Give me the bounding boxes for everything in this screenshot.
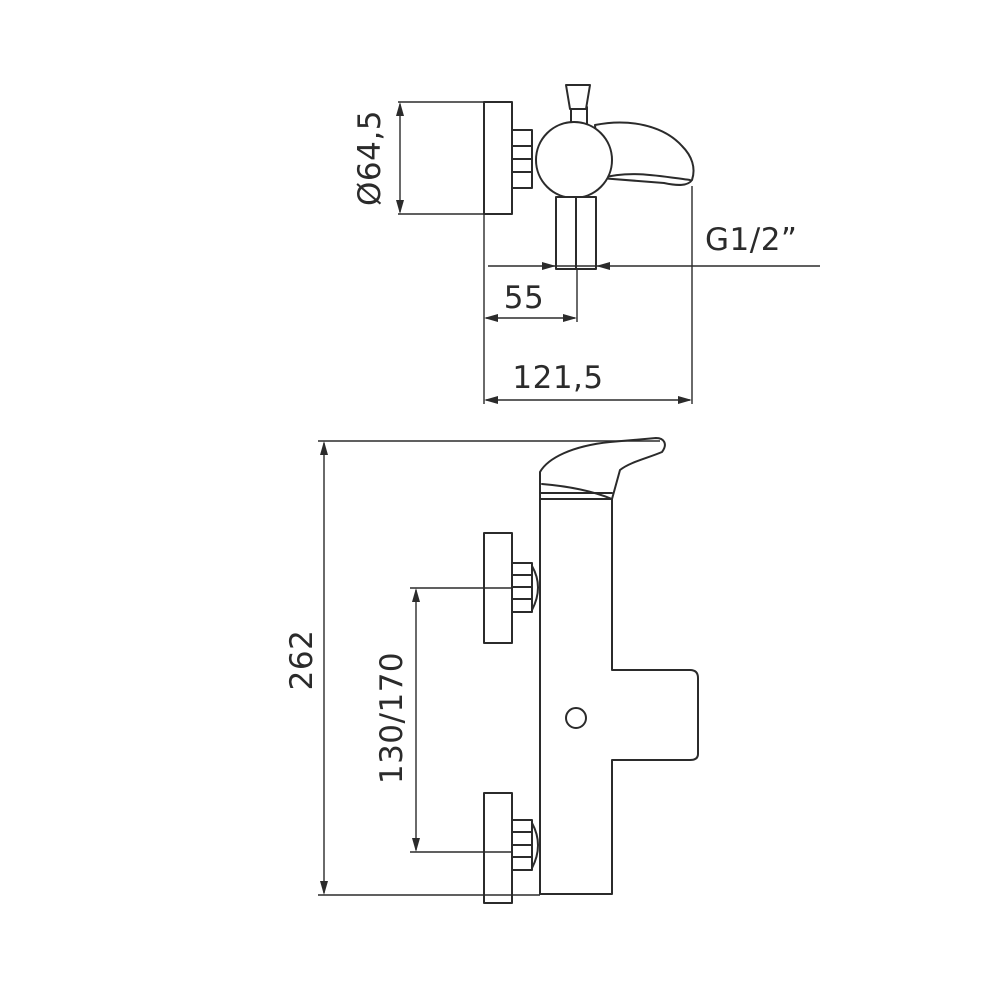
front-body <box>539 498 699 895</box>
height-total-label: 262 <box>284 630 320 691</box>
center-distance-label: 130/170 <box>374 652 410 784</box>
depth-total-label: 121,5 <box>512 360 603 396</box>
side-spout <box>594 121 695 186</box>
front-view: 262 130/170 <box>284 437 699 904</box>
front-lever <box>539 437 666 500</box>
diverter-knob <box>565 84 591 110</box>
diameter-label: Ø64,5 <box>352 110 388 206</box>
depth-short-label: 55 <box>504 280 544 316</box>
wall-flange <box>483 101 513 215</box>
lower-flange <box>483 792 513 904</box>
diverter-hole <box>565 707 587 729</box>
side-view: Ø64,5 G1/2” 55 121,5 <box>352 84 820 404</box>
thread-label: G1/2” <box>705 222 797 258</box>
side-body <box>535 121 613 199</box>
